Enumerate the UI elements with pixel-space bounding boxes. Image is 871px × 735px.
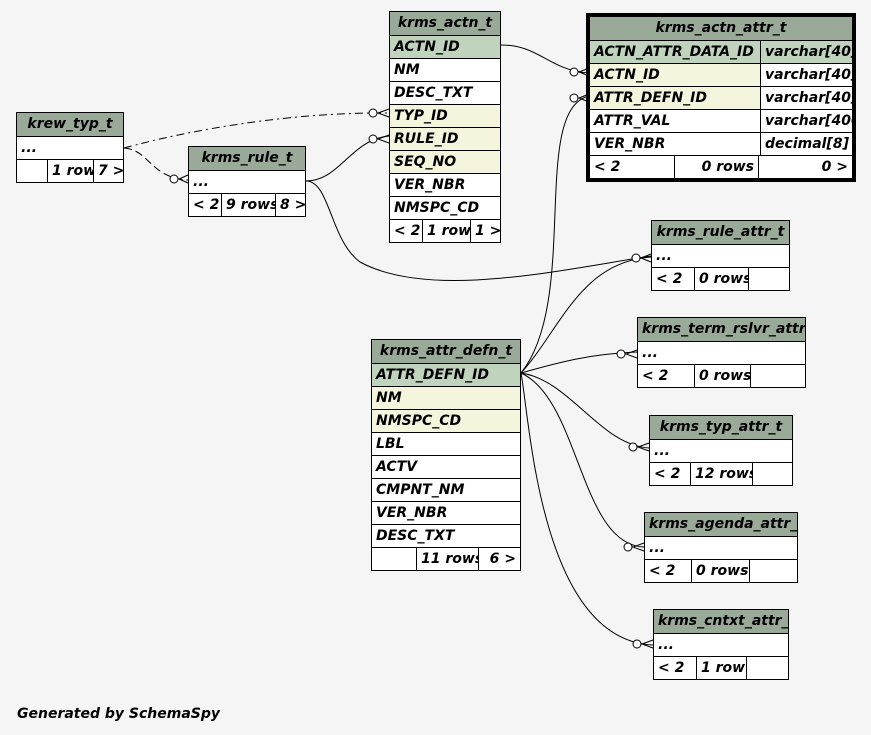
rule-attr-fk-marker (631, 253, 641, 263)
link-attr-defn-to-typ-attr (520, 372, 650, 449)
column-row: ... (645, 536, 797, 559)
link-rule-to-actn-rule (305, 135, 390, 182)
table-krms-typ-attr-t[interactable]: krms_typ_attr_t ... < 2 12 rows (649, 415, 793, 486)
table-header: krms_cntxt_attr_t (654, 610, 788, 633)
link-krew-typ-to-actn-typ (123, 112, 390, 149)
table-footer: < 2 1 row 1 > (390, 219, 500, 242)
column-row: NMSPC_CD (390, 196, 500, 219)
table-header: krms_actn_t (390, 12, 500, 35)
column-row: ... (652, 244, 789, 267)
column-row: DESC_TXT (372, 524, 520, 547)
table-krew-typ-t[interactable]: krew_typ_t ... 1 row 7 > (16, 112, 124, 183)
link-krew-typ-to-rule (123, 147, 189, 181)
table-krms-rule-attr-t[interactable]: krms_rule_attr_t ... < 2 0 rows (651, 220, 790, 291)
table-krms-attr-defn-t[interactable]: krms_attr_defn_t ATTR_DEFN_ID NM NMSPC_C… (371, 339, 521, 571)
link-attr-defn-to-rule-attr (520, 256, 652, 374)
column-row: ATTR_DEFN_ID (372, 363, 520, 386)
column-row: ... (189, 170, 305, 193)
link-rule-to-rule-attr (305, 180, 652, 281)
table-footer: 1 row 7 > (17, 159, 123, 182)
column-row: NM (390, 58, 500, 81)
column-row: ... (650, 439, 792, 462)
table-header: krew_typ_t (17, 113, 123, 136)
column-row: VER_NBR (372, 501, 520, 524)
link-attr-defn-to-cntxt-attr (520, 372, 654, 646)
actn-rule-fk-marker (368, 134, 378, 144)
table-footer: < 2 0 rows (638, 364, 805, 387)
table-header: krms_actn_attr_t (590, 17, 852, 40)
table-footer: < 2 1 row (654, 656, 788, 679)
column-row: ACTN_ID (390, 35, 500, 58)
term-rslvr-fk-marker (616, 349, 626, 359)
column-row: TYP_ID (390, 104, 500, 127)
table-krms-actn-t[interactable]: krms_actn_t ACTN_ID NM DESC_TXT TYP_ID R… (389, 11, 501, 243)
actn-typ-fk-marker (368, 108, 378, 118)
column-row: NMSPC_CD (372, 409, 520, 432)
table-footer: < 2 0 rows 0 > (590, 155, 852, 178)
table-footer: 11 rows 6 > (372, 547, 520, 570)
table-krms-term-rslvr-attr-t[interactable]: krms_term_rslvr_attr_t ... < 2 0 rows (637, 317, 806, 388)
column-row: ACTV (372, 455, 520, 478)
rule-fk-marker (169, 174, 179, 184)
actn-attr-defn-fk-marker (569, 93, 579, 103)
typ-attr-fk-marker (628, 442, 638, 452)
table-header: krms_attr_defn_t (372, 340, 520, 363)
table-footer: < 2 9 rows 8 > (189, 193, 305, 216)
table-header: krms_rule_t (189, 147, 305, 170)
column-row: VER_NBR (390, 173, 500, 196)
agenda-attr-fk-marker (623, 542, 633, 552)
column-row: LBL (372, 432, 520, 455)
link-attr-defn-to-actn-attr (520, 95, 590, 374)
cntxt-attr-fk-marker (632, 639, 642, 649)
actn-attr-actn-fk-marker (569, 67, 579, 77)
table-krms-rule-t[interactable]: krms_rule_t ... < 2 9 rows 8 > (188, 146, 306, 217)
column-row: ... (638, 341, 805, 364)
table-header: krms_typ_attr_t (650, 416, 792, 439)
table-krms-cntxt-attr-t[interactable]: krms_cntxt_attr_t ... < 2 1 row (653, 609, 789, 680)
link-attr-defn-to-agenda-attr (520, 372, 645, 548)
column-row: NM (372, 386, 520, 409)
table-footer: < 2 0 rows (645, 559, 797, 582)
column-row: DESC_TXT (390, 81, 500, 104)
column-row: ... (654, 633, 788, 656)
table-header: krms_rule_attr_t (652, 221, 789, 244)
table-footer: < 2 0 rows (652, 267, 789, 290)
table-footer: < 2 12 rows (650, 462, 792, 485)
table-krms-agenda-attr-t[interactable]: krms_agenda_attr_t ... < 2 0 rows (644, 512, 798, 583)
column-row: SEQ_NO (390, 150, 500, 173)
column-row: ... (17, 136, 123, 159)
table-header: krms_agenda_attr_t (645, 513, 797, 536)
column-row: CMPNT_NM (372, 478, 520, 501)
column-row: RULE_ID (390, 127, 500, 150)
table-header: krms_term_rslvr_attr_t (638, 318, 805, 341)
generated-by-label: Generated by SchemaSpy (17, 706, 221, 722)
